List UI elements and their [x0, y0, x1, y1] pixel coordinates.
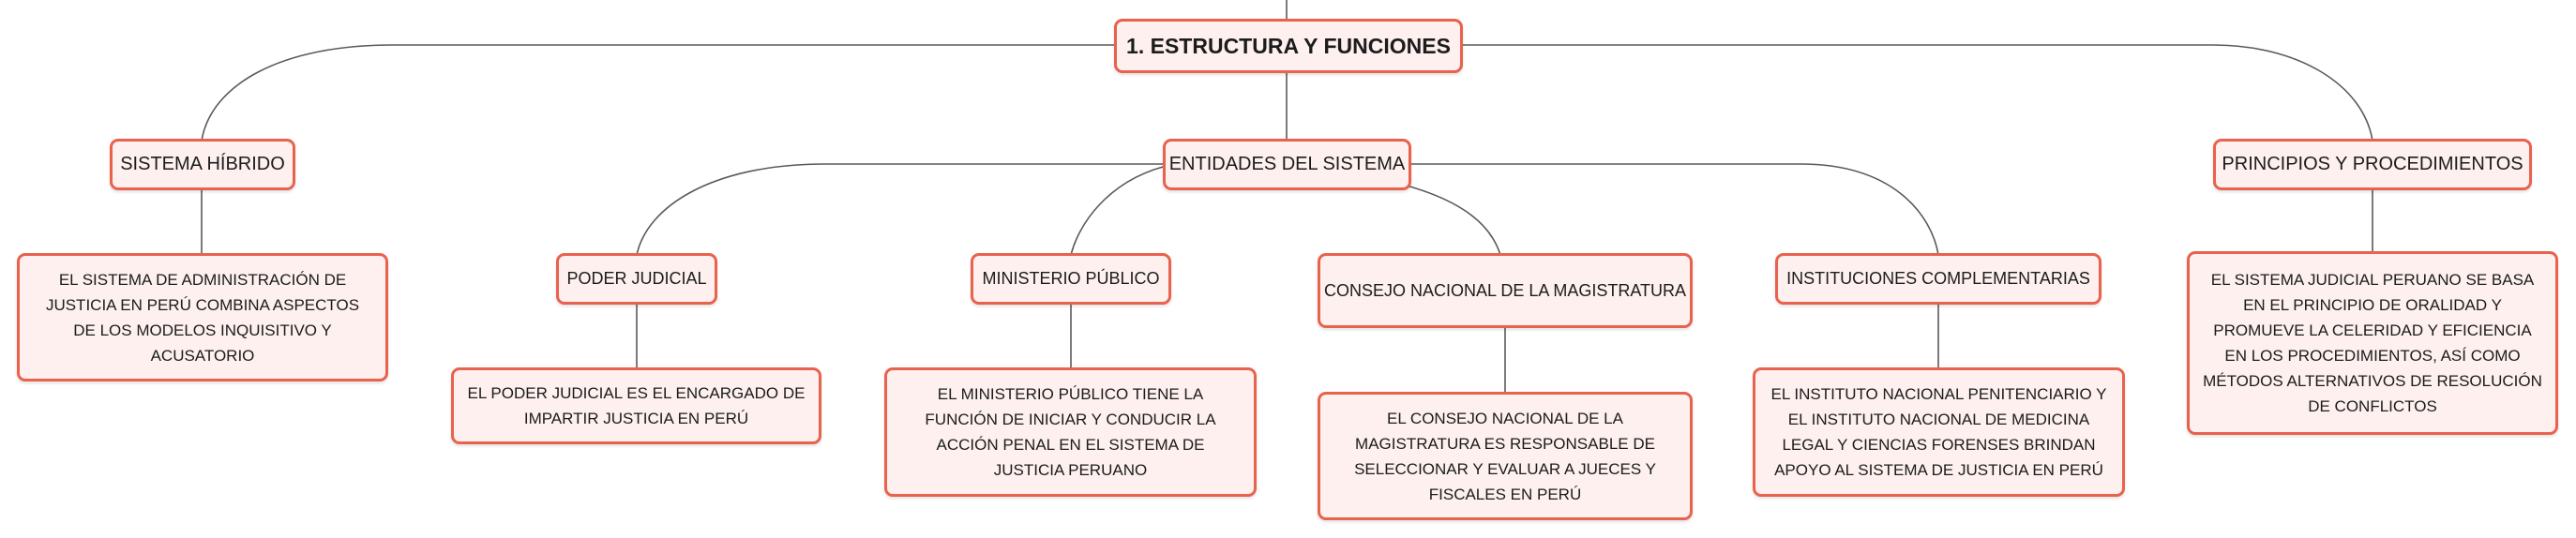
- topic-sistema-hibrido-label: SISTEMA HÍBRIDO: [120, 154, 285, 174]
- topic-entidades-del-sistema-label: ENTIDADES DEL SISTEMA: [1168, 154, 1406, 174]
- detail-poder-judicial-text: EL PODER JUDICIAL ES EL ENCARGADO DE IMP…: [467, 384, 806, 427]
- connector-entidades-ministerio: [1070, 166, 1164, 256]
- topic-ministerio-publico[interactable]: MINISTERIO PÚBLICO: [971, 253, 1171, 305]
- detail-sistema-hibrido[interactable]: EL SISTEMA DE ADMINISTRACIÓN DE JUSTICIA…: [17, 253, 388, 381]
- connector-root-hibrido: [201, 44, 1114, 142]
- detail-consejo-nacional-magistratura-text: EL CONSEJO NACIONAL DE LA MAGISTRATURA E…: [1354, 409, 1656, 503]
- topic-principios-procedimientos-label: PRINCIPIOS Y PROCEDIMIENTOS: [2222, 154, 2523, 174]
- detail-instituciones-complementarias[interactable]: EL INSTITUTO NACIONAL PENITENCIARIO Y EL…: [1753, 367, 2125, 497]
- detail-ministerio-publico[interactable]: EL MINISTERIO PÚBLICO TIENE LA FUNCIÓN D…: [884, 367, 1257, 497]
- detail-sistema-hibrido-text: EL SISTEMA DE ADMINISTRACIÓN DE JUSTICIA…: [45, 270, 360, 365]
- detail-ministerio-publico-text: EL MINISTERIO PÚBLICO TIENE LA FUNCIÓN D…: [925, 385, 1216, 479]
- topic-ministerio-publico-label: MINISTERIO PÚBLICO: [982, 269, 1160, 288]
- topic-entidades-del-sistema[interactable]: ENTIDADES DEL SISTEMA: [1163, 139, 1411, 190]
- connector-entidades-complementarias: [1411, 163, 1939, 256]
- connector-root-principios: [1463, 44, 2373, 142]
- detail-principios-procedimientos[interactable]: EL SISTEMA JUDICIAL PERUANO SE BASA EN E…: [2187, 251, 2558, 435]
- topic-consejo-nacional-magistratura[interactable]: CONSEJO NACIONAL DE LA MAGISTRATURA: [1318, 253, 1693, 328]
- root-topic-label: 1. ESTRUCTURA Y FUNCIONES: [1126, 33, 1451, 58]
- detail-instituciones-complementarias-text: EL INSTITUTO NACIONAL PENITENCIARIO Y EL…: [1770, 385, 2107, 479]
- topic-consejo-nacional-magistratura-label: CONSEJO NACIONAL DE LA MAGISTRATURA: [1323, 280, 1687, 300]
- connector-entidades-consejo: [1406, 185, 1501, 256]
- connector-entidades-poder: [636, 163, 1163, 256]
- topic-sistema-hibrido[interactable]: SISTEMA HÍBRIDO: [110, 139, 295, 190]
- root-topic[interactable]: 1. ESTRUCTURA Y FUNCIONES: [1114, 19, 1463, 73]
- topic-poder-judicial-label: PODER JUDICIAL: [566, 269, 707, 288]
- detail-principios-procedimientos-text: EL SISTEMA JUDICIAL PERUANO SE BASA EN E…: [2203, 271, 2542, 415]
- topic-principios-procedimientos[interactable]: PRINCIPIOS Y PROCEDIMIENTOS: [2213, 139, 2532, 190]
- detail-poder-judicial[interactable]: EL PODER JUDICIAL ES EL ENCARGADO DE IMP…: [451, 367, 821, 444]
- topic-instituciones-complementarias-label: INSTITUCIONES COMPLEMENTARIAS: [1786, 269, 2090, 288]
- topic-instituciones-complementarias[interactable]: INSTITUCIONES COMPLEMENTARIAS: [1775, 253, 2101, 305]
- detail-consejo-nacional-magistratura[interactable]: EL CONSEJO NACIONAL DE LA MAGISTRATURA E…: [1318, 392, 1693, 520]
- topic-poder-judicial[interactable]: PODER JUDICIAL: [556, 253, 717, 305]
